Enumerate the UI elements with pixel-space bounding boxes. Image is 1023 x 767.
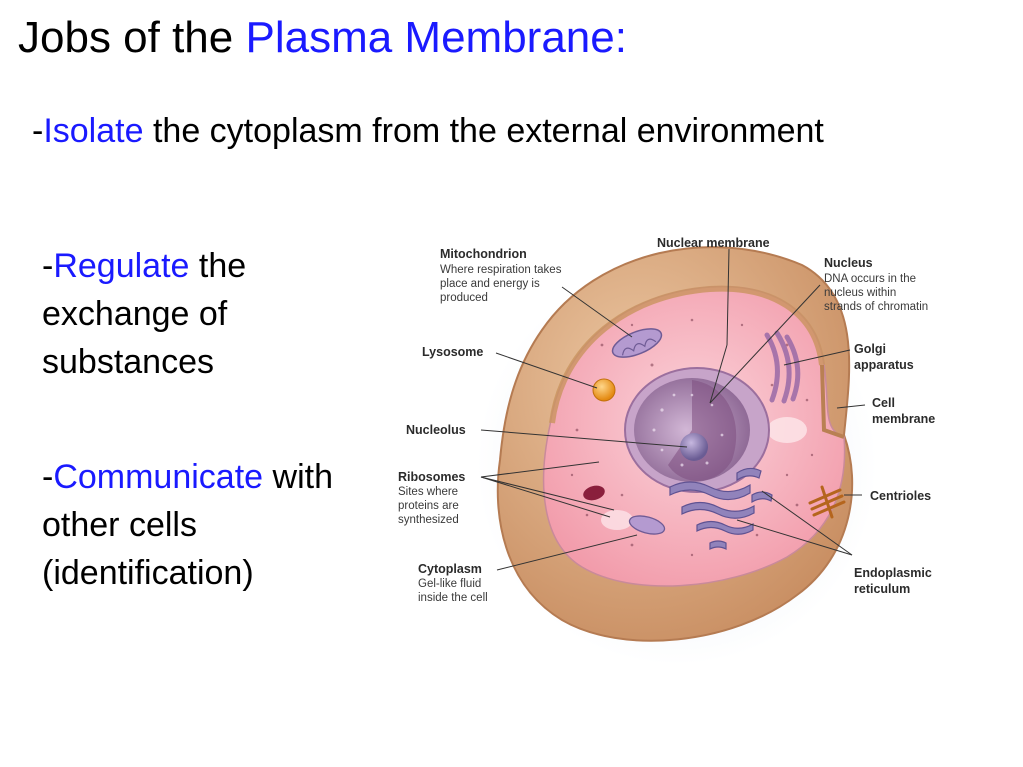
label-er-line2: reticulum bbox=[854, 582, 910, 596]
label-desc: nucleus within bbox=[824, 287, 896, 299]
cytoplasm-highlight bbox=[601, 510, 633, 530]
label-mitochondrion: Mitochondrion Where respiration takes pl… bbox=[440, 247, 562, 304]
slide-title: Jobs of the Plasma Membrane: bbox=[18, 10, 627, 66]
bullet-regulate: -Regulate the exchange of substances bbox=[42, 242, 362, 386]
label-nucleus: Nucleus DNA occurs in the nucleus within… bbox=[824, 256, 928, 313]
label-cytoplasm-name: Cytoplasm bbox=[418, 562, 482, 576]
label-desc: proteins are bbox=[398, 500, 459, 512]
label-desc: strands of chromatin bbox=[824, 301, 928, 313]
golgi-apparatus bbox=[764, 330, 801, 404]
animal-cell-diagram: Mitochondrion Where respiration takes pl… bbox=[398, 236, 935, 665]
bullet-keyword: Isolate bbox=[43, 112, 144, 150]
cell-membrane-edge bbox=[549, 285, 825, 424]
label-ribosomes: Ribosomes Sites where proteins are synth… bbox=[398, 470, 465, 526]
label-ribosomes-name: Ribosomes bbox=[398, 470, 465, 484]
nucleolus bbox=[680, 433, 708, 461]
bullet-keyword: Regulate bbox=[53, 247, 190, 285]
chromatin-dots bbox=[652, 393, 724, 467]
leader-lines bbox=[480, 248, 866, 571]
bullet-text: the exchange of substances bbox=[42, 247, 247, 381]
centrioles bbox=[808, 485, 846, 519]
bullet-text: the cytoplasm from the external environm… bbox=[143, 112, 824, 150]
label-desc: DNA occurs in the bbox=[824, 273, 916, 285]
label-desc: Gel-like fluid bbox=[418, 578, 481, 590]
label-cell-membrane: Cell membrane bbox=[872, 396, 935, 426]
label-desc: Sites where bbox=[398, 486, 458, 498]
cell-membrane-edge bbox=[820, 364, 845, 439]
label-nuclear-membrane: Nuclear membrane bbox=[657, 236, 770, 250]
label-centrioles: Centrioles bbox=[870, 489, 931, 503]
bullet-keyword: Communicate bbox=[53, 458, 264, 496]
label-desc: produced bbox=[440, 292, 488, 304]
bullet-communicate: -Communicate with other cells (identific… bbox=[42, 453, 372, 597]
bullet-dash: - bbox=[32, 112, 44, 150]
label-golgi-line1: Golgi bbox=[854, 342, 886, 356]
cytoplasm-highlight bbox=[767, 417, 807, 443]
bullet-dash: - bbox=[42, 247, 54, 285]
label-nucleus-name: Nucleus bbox=[824, 256, 873, 270]
label-golgi: Golgi apparatus bbox=[854, 342, 914, 372]
label-nucleolus: Nucleolus bbox=[406, 423, 466, 437]
label-desc: Where respiration takes bbox=[440, 264, 562, 276]
label-cell-membrane-line2: membrane bbox=[872, 412, 935, 426]
mitochondrion bbox=[628, 515, 666, 535]
label-desc: synthesized bbox=[398, 514, 459, 526]
bullet-isolate: -Isolate the cytoplasm from the external… bbox=[32, 107, 832, 155]
mitochondrion bbox=[611, 328, 663, 358]
label-desc: place and energy is bbox=[440, 278, 540, 290]
label-golgi-line2: apparatus bbox=[854, 358, 914, 372]
label-endoplasmic-reticulum: Endoplasmic reticulum bbox=[854, 566, 932, 596]
label-lysosome: Lysosome bbox=[422, 345, 483, 359]
bullet-text: with other cells (identification) bbox=[42, 458, 333, 592]
label-cytoplasm: Cytoplasm Gel-like fluid inside the cell bbox=[418, 562, 488, 604]
label-cell-membrane-line1: Cell bbox=[872, 396, 895, 410]
title-prefix: Jobs of the bbox=[18, 13, 246, 62]
label-mitochondrion-name: Mitochondrion bbox=[440, 247, 527, 261]
label-desc: inside the cell bbox=[418, 592, 488, 604]
vesicle bbox=[583, 485, 605, 501]
lysosome bbox=[592, 378, 616, 402]
label-er-line1: Endoplasmic bbox=[854, 566, 932, 580]
title-highlight: Plasma Membrane: bbox=[245, 13, 627, 62]
bullet-dash: - bbox=[42, 458, 54, 496]
